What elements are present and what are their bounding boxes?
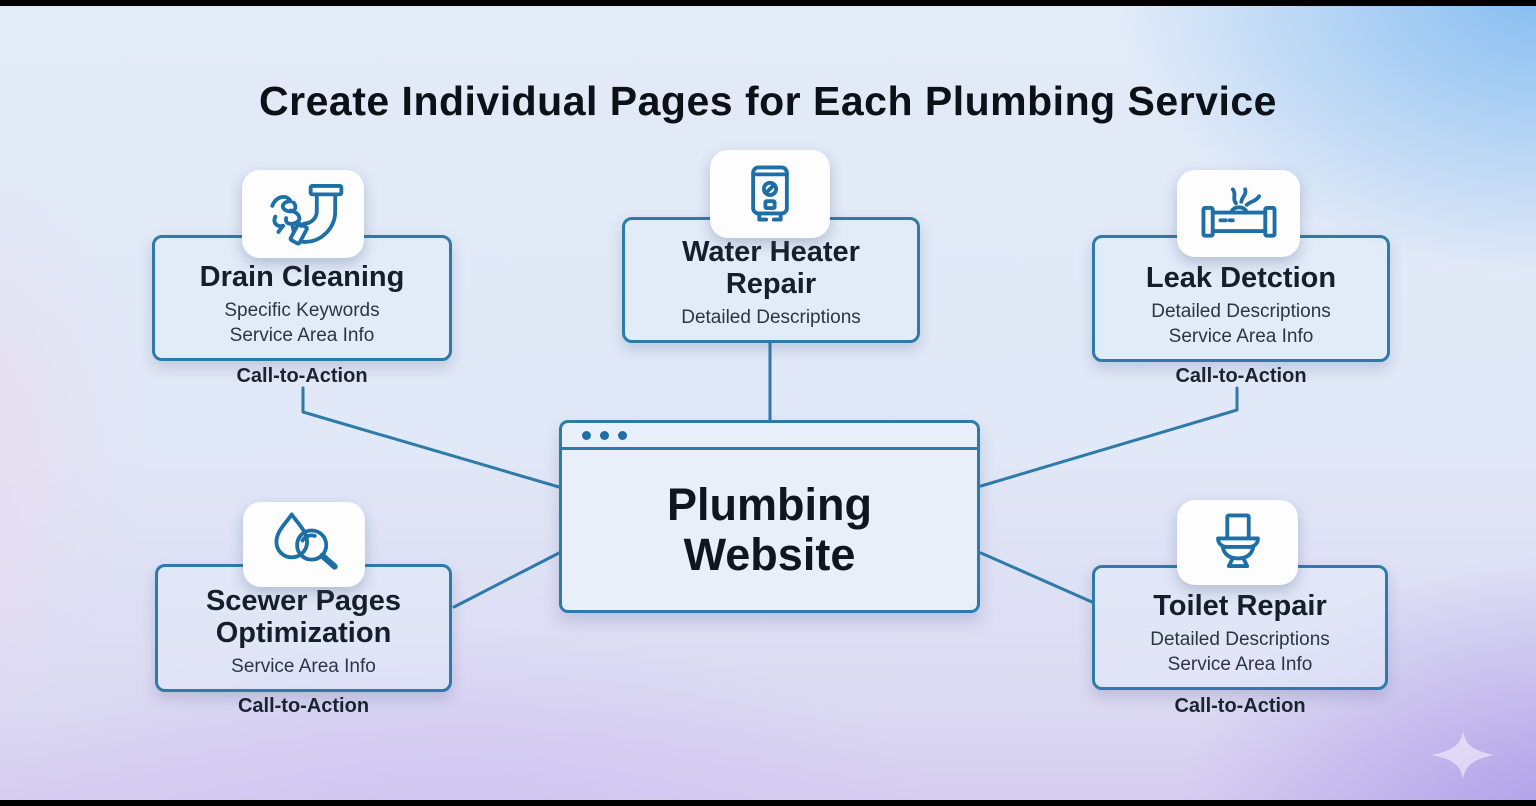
connector-leak-detection: [979, 386, 1239, 488]
water-drop-magnifier-icon: [258, 508, 350, 581]
top-letterbox-bar: [0, 0, 1536, 6]
drain-snake-pipe-icon: [257, 178, 349, 251]
node-detail: Service Area Info: [1167, 653, 1313, 675]
cta-toilet-repair: Call-to-Action: [1174, 695, 1306, 717]
center-node-label: Plumbing Website: [667, 478, 872, 580]
node-title: Scewer Pages Optimization: [205, 585, 402, 650]
sewer-pages-icon-card: [243, 502, 365, 587]
node-title: Leak Detction: [1145, 261, 1337, 294]
window-dot-icon: [582, 430, 591, 440]
node-detail: Detailed Descriptions: [1150, 628, 1330, 650]
page-title: Create Individual Pages for Each Plumbin…: [259, 78, 1277, 124]
plumbing-website-node: Plumbing Website: [559, 420, 980, 613]
node-drain-cleaning: Drain Cleaning Specific Keywords Service…: [152, 235, 452, 361]
connector-sewer-pages: [452, 551, 561, 609]
node-detail: Detailed Descriptions: [681, 306, 861, 328]
node-detail: Service Area Info: [1168, 325, 1314, 347]
bottom-letterbox-bar: [0, 800, 1536, 806]
connector-drain-cleaning: [301, 386, 561, 489]
node-title: Toilet Repair: [1153, 589, 1327, 622]
node-detail: Service Area Info: [229, 324, 375, 346]
node-title: Drain Cleaning: [199, 260, 405, 293]
cta-sewer-pages: Call-to-Action: [237, 695, 370, 717]
water-heater-icon: [724, 157, 816, 232]
drain-cleaning-icon-card: [242, 170, 364, 258]
connector-toilet-repair: [979, 551, 1094, 604]
node-title: Water Heater Repair: [682, 236, 860, 301]
cta-drain-cleaning: Call-to-Action: [236, 365, 368, 387]
node-toilet-repair: Toilet Repair Detailed Descriptions Serv…: [1092, 565, 1388, 690]
leaking-pipe-icon: [1191, 177, 1287, 250]
node-leak-detection: Leak Detction Detailed Descriptions Serv…: [1092, 235, 1390, 362]
cta-leak-detection: Call-to-Action: [1175, 365, 1307, 387]
sparkle-icon: [1428, 727, 1498, 788]
node-detail: Specific Keywords: [224, 299, 380, 321]
leak-detection-icon-card: [1177, 170, 1300, 257]
water-heater-icon-card: [710, 150, 830, 238]
node-detail: Service Area Info: [231, 655, 376, 677]
window-dot-icon: [618, 430, 627, 440]
window-dot-icon: [600, 430, 609, 440]
browser-titlebar: [562, 423, 977, 450]
node-detail: Detailed Descriptions: [1151, 300, 1331, 322]
toilet-repair-icon-card: [1177, 500, 1298, 585]
toilet-icon: [1192, 506, 1284, 579]
browser-body: Plumbing Website: [562, 450, 977, 610]
